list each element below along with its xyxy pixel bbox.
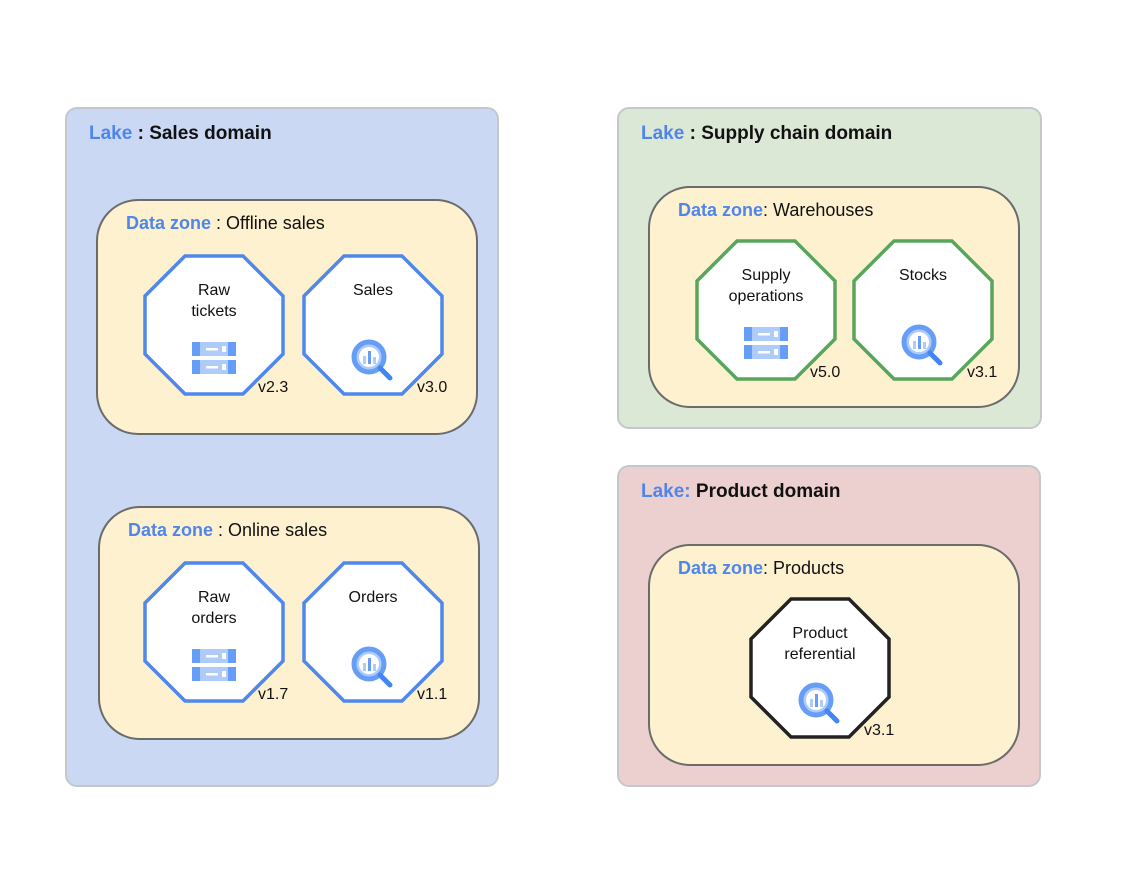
lake-name: Product domain xyxy=(690,481,841,502)
zone-title: Data zone: Warehouses xyxy=(678,200,873,221)
lake-label: Lake xyxy=(89,123,133,144)
lake-title: Lake : Sales domain xyxy=(89,123,272,145)
asset-version: v3.1 xyxy=(967,364,998,381)
lake-title: Lake: Product domain xyxy=(641,481,841,503)
asset-label: Supply operations xyxy=(728,267,804,305)
asset-version: v1.1 xyxy=(417,686,448,703)
asset-label: Sales xyxy=(352,282,394,299)
lake-label: Lake: xyxy=(641,481,691,502)
storage-icon xyxy=(190,340,238,381)
zone-title: Data zone : Online sales xyxy=(128,520,327,541)
asset-version: v2.3 xyxy=(258,379,289,396)
asset-label: Orders xyxy=(348,589,398,606)
storage-icon xyxy=(190,647,238,688)
asset-version: v3.1 xyxy=(864,722,895,739)
zone-label: Data zone xyxy=(126,213,212,233)
bigquery-icon xyxy=(899,323,947,372)
zone-label: Data zone xyxy=(128,520,214,540)
storage-icon xyxy=(742,325,790,366)
data-asset[interactable]: Supply operations v5.0 xyxy=(695,239,841,381)
zone-name: : Online sales xyxy=(213,520,328,540)
lake-name: : Supply chain domain xyxy=(684,123,893,144)
data-asset[interactable]: Sales v3.0 xyxy=(302,254,448,396)
asset-label: Raw orders xyxy=(191,589,237,627)
zone-name: : Warehouses xyxy=(763,200,874,220)
asset-version: v5.0 xyxy=(810,364,841,381)
asset-label: Raw tickets xyxy=(191,282,237,320)
asset-label: Product referential xyxy=(784,625,856,663)
bigquery-icon xyxy=(349,645,397,694)
octagon-shape xyxy=(143,561,285,703)
octagon-shape xyxy=(852,239,994,381)
zone-label: Data zone xyxy=(678,200,764,220)
data-asset[interactable]: Stocks v3.1 xyxy=(852,239,998,381)
asset-version: v3.0 xyxy=(417,379,448,396)
octagon-shape xyxy=(302,254,444,396)
lake-label: Lake xyxy=(641,123,685,144)
zone-name: : Offline sales xyxy=(211,213,325,233)
bigquery-icon xyxy=(349,338,397,387)
asset-version: v1.7 xyxy=(258,686,289,703)
bigquery-icon xyxy=(796,681,844,730)
octagon-shape xyxy=(143,254,285,396)
data-asset[interactable]: Product referential v3.1 xyxy=(749,597,895,739)
octagon-shape xyxy=(302,561,444,703)
zone-label: Data zone xyxy=(678,558,764,578)
lake-title: Lake : Supply chain domain xyxy=(641,123,892,145)
data-asset[interactable]: Raw orders v1.7 xyxy=(143,561,289,703)
lake-name: : Sales domain xyxy=(132,123,272,144)
zone-title: Data zone : Offline sales xyxy=(126,213,325,234)
zone-title: Data zone: Products xyxy=(678,558,844,579)
asset-label: Stocks xyxy=(898,267,947,284)
octagon-shape xyxy=(749,597,891,739)
octagon-shape xyxy=(695,239,837,381)
data-asset[interactable]: Orders v1.1 xyxy=(302,561,448,703)
data-asset[interactable]: Raw tickets v2.3 xyxy=(143,254,289,396)
zone-name: : Products xyxy=(763,558,845,578)
